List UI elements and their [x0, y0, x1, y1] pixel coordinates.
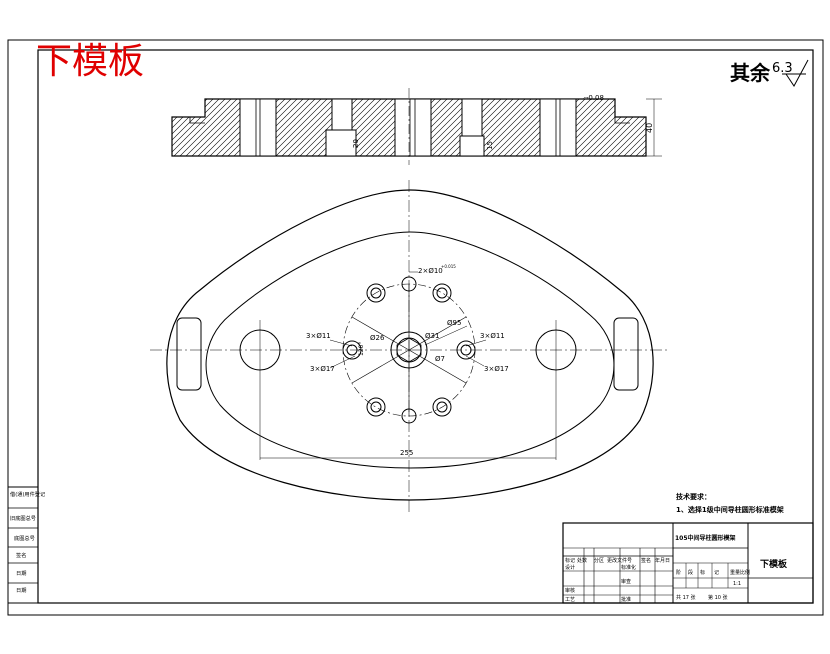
svg-text:借(通)用件登记: 借(通)用件登记 [10, 490, 45, 498]
svg-text:120°: 120° [358, 342, 365, 356]
svg-text:3×Ø11: 3×Ø11 [480, 332, 505, 340]
svg-text:1:1: 1:1 [733, 581, 741, 587]
inner-border [37, 49, 814, 604]
svg-text:其余: 其余 [730, 61, 771, 85]
svg-text:105中间导柱圆形模架: 105中间导柱圆形模架 [675, 534, 736, 542]
section-view: 40 20 15 ▱0.08 [171, 88, 662, 165]
svg-text:年月日: 年月日 [655, 557, 670, 564]
svg-text:审核: 审核 [565, 587, 575, 594]
svg-text:第 10 张: 第 10 张 [708, 594, 728, 601]
svg-text:比例: 比例 [740, 569, 750, 576]
title-block: 105中间导柱圆形模架 下模板 标记 处数 分区 更改文件号 签名 年月日 设计… [562, 522, 814, 604]
svg-text:255: 255 [400, 449, 413, 457]
svg-text:3×Ø11: 3×Ø11 [306, 332, 331, 340]
svg-text:▱0.08: ▱0.08 [583, 94, 604, 102]
left-strip: 借(通)用件登记 旧底图总号 底图总号 签名 日期 日期 [7, 486, 45, 604]
outer-border [7, 39, 824, 616]
svg-text:标准化: 标准化 [621, 564, 636, 571]
svg-text:分区: 分区 [594, 557, 604, 564]
svg-text:批准: 批准 [621, 596, 631, 603]
svg-text:处数: 处数 [577, 557, 587, 564]
roughness-note: 其余 6.3 [730, 59, 809, 87]
red-title: 下模板 [36, 41, 144, 82]
svg-text:共 17 张: 共 17 张 [676, 594, 696, 601]
svg-text:更改文件号: 更改文件号 [607, 557, 632, 564]
svg-text:Ø95: Ø95 [447, 319, 461, 327]
plan-view: 255 2×Ø10 +0.015 3×Ø11 3×Ø17 3×Ø11 3×Ø17… [150, 180, 670, 515]
svg-text:工艺: 工艺 [565, 597, 575, 603]
svg-text:Ø31: Ø31 [425, 332, 439, 340]
svg-text:设计: 设计 [565, 564, 575, 571]
svg-text:6.3: 6.3 [772, 61, 793, 76]
svg-text:日期: 日期 [16, 570, 26, 577]
svg-text:记: 记 [714, 569, 719, 576]
svg-text:段: 段 [688, 569, 693, 576]
svg-text:签名: 签名 [641, 557, 651, 564]
svg-text:1、选择1级中间导柱圆形标准模架: 1、选择1级中间导柱圆形标准模架 [676, 505, 784, 514]
svg-text:底图总号: 底图总号 [14, 534, 35, 542]
svg-text:下模板: 下模板 [760, 558, 788, 570]
svg-text:40: 40 [645, 123, 654, 133]
technical-requirements: 技术要求： 1、选择1级中间导柱圆形标准模架 [676, 492, 784, 514]
svg-text:标: 标 [700, 569, 705, 576]
svg-text:日期: 日期 [16, 587, 26, 594]
svg-text:Ø7: Ø7 [435, 355, 445, 363]
svg-text:3×Ø17: 3×Ø17 [310, 365, 335, 373]
svg-text:签名: 签名 [16, 551, 26, 559]
svg-text:3×Ø17: 3×Ø17 [484, 365, 509, 373]
svg-text:审查: 审查 [621, 578, 631, 585]
svg-text:2×Ø10: 2×Ø10 [418, 267, 443, 275]
svg-text:+0.015: +0.015 [441, 264, 456, 269]
svg-text:Ø26: Ø26 [370, 334, 385, 342]
svg-text:技术要求：: 技术要求： [676, 492, 711, 501]
svg-text:旧底图总号: 旧底图总号 [10, 514, 36, 522]
svg-text:20: 20 [352, 139, 360, 148]
svg-text:重量: 重量 [730, 569, 740, 576]
svg-text:标记: 标记 [565, 557, 575, 564]
svg-text:15: 15 [486, 141, 494, 150]
svg-text:阶: 阶 [676, 569, 681, 576]
